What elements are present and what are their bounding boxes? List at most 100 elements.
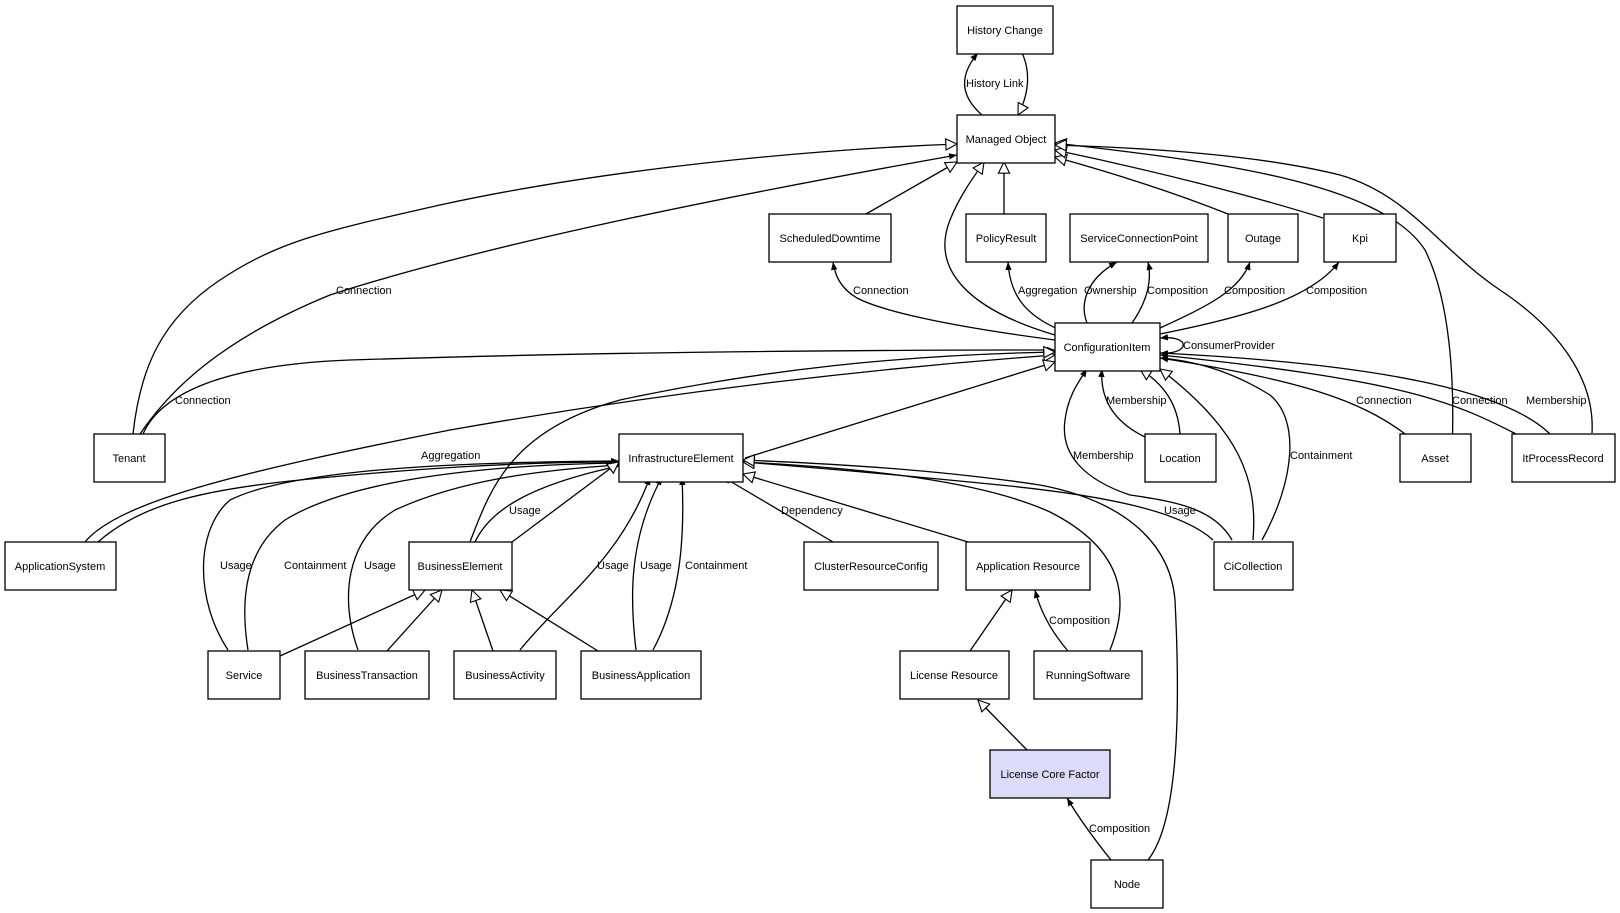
edge-location-ci-membership <box>1098 368 1146 438</box>
edge-cicol-inherits-ci <box>1160 369 1255 541</box>
node-label: ConfigurationItem <box>1064 342 1151 354</box>
edge-itpr-inherits-mo <box>1055 145 1593 434</box>
node-label: License Core Factor <box>1000 769 1099 781</box>
node-label: Asset <box>1421 453 1449 465</box>
node-label: BusinessElement <box>418 561 503 573</box>
label-service-usage: Usage <box>220 560 252 572</box>
node-application-system[interactable]: ApplicationSystem <box>4 541 117 591</box>
edge-ci-self-consumer-provider <box>1159 334 1184 354</box>
edge-bt-ie-usage <box>347 462 620 651</box>
node-label: Tenant <box>112 453 145 465</box>
node-label: ItProcessRecord <box>1522 453 1603 465</box>
label-service-containment: Containment <box>284 560 346 572</box>
node-asset[interactable]: Asset <box>1399 433 1472 483</box>
edge-ie-inherits-ci <box>744 362 1055 459</box>
node-infrastructure-element[interactable]: InfrastructureElement <box>618 433 744 483</box>
label-appsys-aggregation: Aggregation <box>421 450 480 462</box>
edge-sd-inherits-mo <box>865 162 957 215</box>
node-service-connection-point[interactable]: ServiceConnectionPoint <box>1069 213 1209 263</box>
edge-rs-inherits-ie <box>743 462 1121 651</box>
node-business-element[interactable]: BusinessElement <box>408 541 513 591</box>
label-location-membership: Membership <box>1106 395 1167 407</box>
node-outage[interactable]: Outage <box>1227 213 1299 263</box>
edge-service-inherits-be <box>279 590 425 657</box>
node-service[interactable]: Service <box>207 650 281 700</box>
edge-ci-pr-aggregation <box>1005 261 1061 331</box>
edge-bact-ie-usage <box>519 476 651 651</box>
node-scheduled-downtime[interactable]: ScheduledDowntime <box>768 213 892 263</box>
edge-crc-ie-dependency <box>722 476 834 543</box>
node-policy-result[interactable]: PolicyResult <box>965 213 1047 263</box>
label-bt-usage: Usage <box>364 560 396 572</box>
node-business-activity[interactable]: BusinessActivity <box>453 650 557 700</box>
node-label: ApplicationSystem <box>15 561 106 573</box>
node-application-resource[interactable]: Application Resource <box>965 541 1091 591</box>
edge-cicol-ci-membership <box>1063 368 1233 541</box>
node-label: Service <box>226 670 263 682</box>
edge-asset-inherits-mo <box>1055 143 1454 453</box>
node-label: ClusterResourceConfig <box>814 561 928 573</box>
label-asset-connection: Connection <box>1356 395 1412 407</box>
edge-labels: History Link Connection Connection Aggre… <box>175 78 1587 835</box>
label-be-usage: Usage <box>509 505 541 517</box>
edge-rs-ar-composition <box>1033 589 1069 652</box>
node-business-application[interactable]: BusinessApplication <box>580 650 702 700</box>
edge-be-inherits-ie <box>507 462 619 546</box>
edge-asset-ci-connection <box>1159 356 1406 435</box>
node-label: InfrastructureElement <box>628 453 733 465</box>
edge-node-lcf-composition <box>1066 797 1112 861</box>
node-label: BusinessApplication <box>592 670 690 682</box>
edge-bapp-inherits-be <box>500 590 599 652</box>
node-label: Managed Object <box>966 134 1047 146</box>
edge-service-ie-usage <box>202 457 620 651</box>
node-label: History Change <box>967 25 1043 37</box>
node-it-process-record[interactable]: ItProcessRecord <box>1511 433 1616 483</box>
edge-history-change-inherits-mo <box>1017 52 1028 115</box>
node-label: Application Resource <box>976 561 1080 573</box>
edge-ar-inherits-ie <box>743 474 969 543</box>
edges <box>84 52 1593 861</box>
node-configuration-item[interactable]: ConfigurationItem <box>1054 322 1161 372</box>
label-tenant-mo-connection: Connection <box>336 285 392 297</box>
node-ci-collection[interactable]: CiCollection <box>1213 541 1294 591</box>
node-node[interactable]: Node <box>1090 859 1164 909</box>
label-cicol-membership: Membership <box>1073 450 1134 462</box>
edge-ci-sd-connection <box>831 261 1056 341</box>
node-label: RunningSoftware <box>1046 670 1130 682</box>
node-label: Node <box>1114 879 1140 891</box>
label-ci-scp-composition: Composition <box>1147 285 1208 297</box>
node-label: ServiceConnectionPoint <box>1080 233 1197 245</box>
node-running-software[interactable]: RunningSoftware <box>1033 650 1143 700</box>
edge-bapp-ie-usage <box>631 476 663 651</box>
edge-ci-inherits-mo <box>944 162 1056 336</box>
edge-lcf-inherits-lr <box>978 700 1028 751</box>
label-history-link: History Link <box>966 78 1024 90</box>
node-label: BusinessActivity <box>465 670 545 682</box>
node-history-change[interactable]: History Change <box>956 5 1054 55</box>
node-label: Kpi <box>1352 233 1368 245</box>
label-cicol-containment: Containment <box>1290 450 1352 462</box>
label-cicol-usage: Usage <box>1164 505 1196 517</box>
label-crc-dependency: Dependency <box>781 505 843 517</box>
node-label: Outage <box>1245 233 1281 245</box>
node-location[interactable]: Location <box>1144 433 1217 483</box>
edge-history-link <box>963 52 983 116</box>
node-cluster-resource-config[interactable]: ClusterResourceConfig <box>803 541 939 591</box>
node-business-transaction[interactable]: BusinessTransaction <box>304 650 430 700</box>
node-license-resource[interactable]: License Resource <box>899 650 1010 700</box>
edge-location-inherits-ci <box>1140 369 1181 435</box>
node-managed-object[interactable]: Managed Object <box>956 114 1056 164</box>
node-label: Location <box>1159 453 1201 465</box>
edge-appsys-inherits-ci <box>84 355 1055 543</box>
label-ci-self-consumer-provider: ConsumerProvider <box>1183 340 1275 352</box>
node-label: ScheduledDowntime <box>780 233 881 245</box>
edge-service-ie-containment <box>244 459 620 651</box>
edge-appsys-ie-aggregation <box>97 458 620 543</box>
edge-tenant-ci-connection <box>142 346 1056 435</box>
node-kpi[interactable]: Kpi <box>1323 213 1397 263</box>
node-tenant[interactable]: Tenant <box>93 433 166 483</box>
node-label: CiCollection <box>1224 561 1283 573</box>
node-license-core-factor[interactable]: License Core Factor <box>989 749 1111 799</box>
edge-ci-scp-ownership <box>1083 261 1118 324</box>
